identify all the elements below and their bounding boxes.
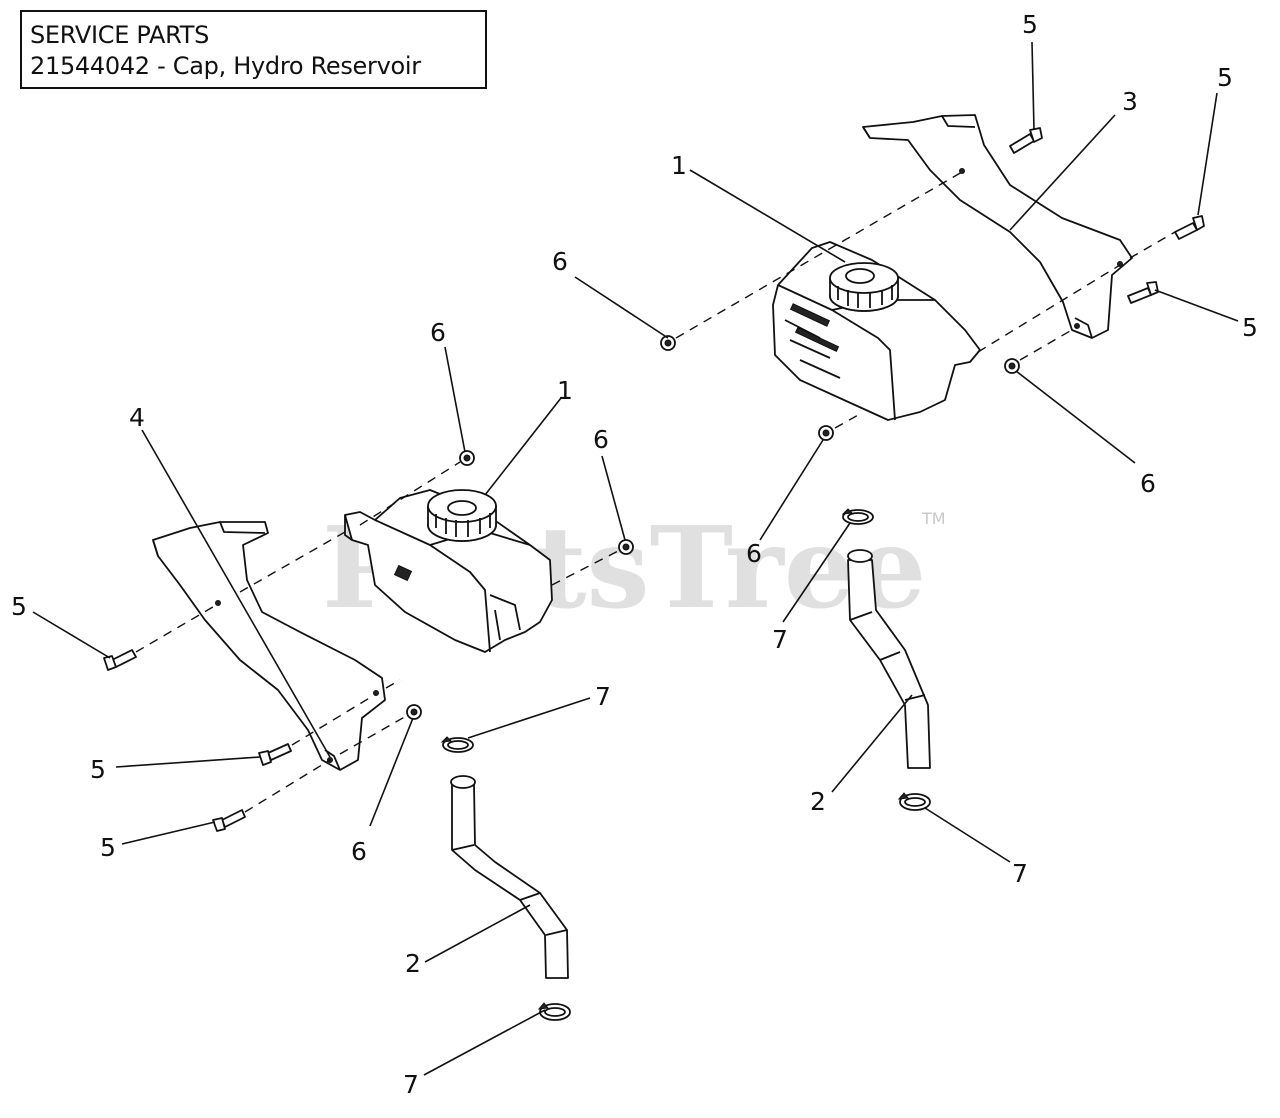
reservoir-cap-left [427,489,497,542]
callout-5-right-a: 5 [1217,63,1233,92]
screw-5-left-a [103,649,137,671]
nut-6-right-low [1004,358,1020,374]
callout-4: 4 [129,403,145,432]
callout-6-left-right: 6 [593,425,609,454]
hose-clamp-left-top [440,736,474,753]
screw-5-right-b [1127,281,1159,304]
callout-5-left-c: 5 [100,833,116,862]
screw-5-right-a [1174,215,1205,240]
hose-clamp-left-low [537,1002,571,1021]
hose-2-left [450,775,569,979]
screw-5-left-b [258,743,292,766]
callout-5-right-b: 5 [1242,313,1258,342]
bracket-3 [862,114,1133,339]
callout-2-left: 2 [405,949,421,978]
callout-5-top: 5 [1022,10,1038,39]
bracket-4 [152,521,386,771]
callout-7-right-top: 7 [772,625,788,654]
screw-5-top [1009,127,1043,154]
hose-clamp-right-low [897,792,931,811]
nut-6-top-right [660,335,676,351]
callout-6-top-left: 6 [430,318,446,347]
nut-6-mid-right [818,425,834,441]
hydro-reservoir-left [344,489,553,653]
callout-5-left-b: 5 [90,755,106,784]
callout-7-left-top: 7 [595,682,611,711]
nut-6-top-left [459,450,475,466]
callout-7-right-low: 7 [1012,859,1028,888]
callout-1-right: 1 [671,151,687,180]
callout-2-right: 2 [810,787,826,816]
service-parts-title: SERVICE PARTS [30,21,210,49]
hose-2-right [847,549,931,769]
callout-6-left-low: 6 [351,837,367,866]
nut-6-left-right [618,539,634,555]
callout-1-left: 1 [557,376,573,405]
callout-6-mid-right: 6 [746,539,762,568]
service-parts-box: SERVICE PARTS 21544042 - Cap, Hydro Rese… [20,10,487,89]
callout-6-top-right: 6 [552,247,568,276]
screw-5-left-c [212,809,246,832]
hose-clamp-right-top [841,508,874,525]
watermark-trademark: TM [921,509,946,528]
callout-3: 3 [1122,87,1138,116]
service-part-entry: 21544042 - Cap, Hydro Reservoir [30,52,421,80]
nut-6-left-low [406,704,422,720]
callout-7-left-low: 7 [403,1070,419,1099]
reservoir-cap-right [829,262,899,312]
callout-5-left-a: 5 [11,592,27,621]
callout-6-right-low: 6 [1140,469,1156,498]
